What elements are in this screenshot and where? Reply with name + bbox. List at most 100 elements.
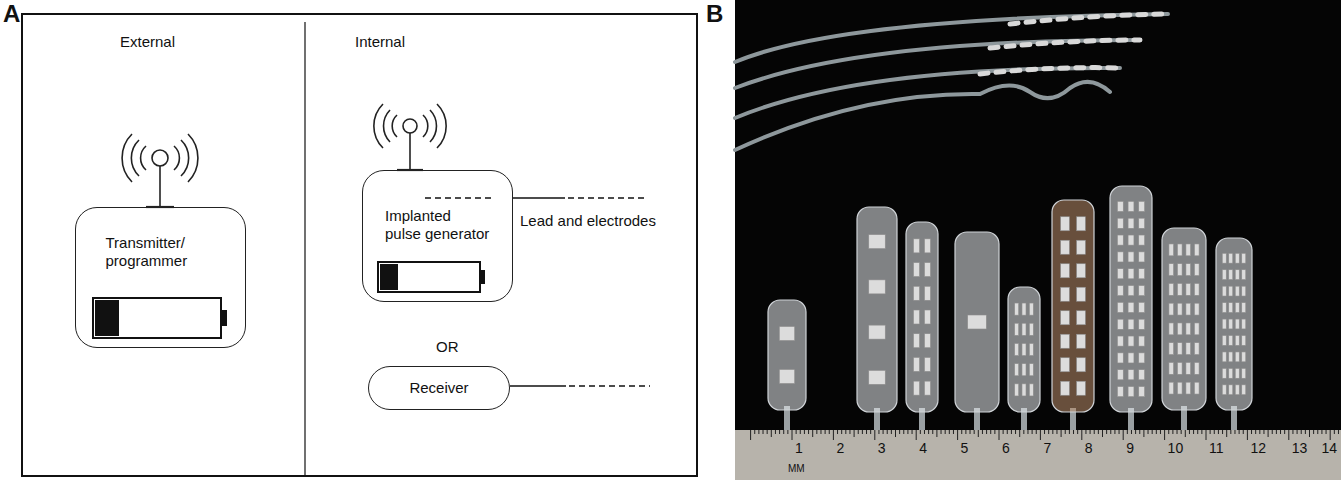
ruler-tick (812, 430, 813, 437)
electrode-contact (924, 286, 930, 300)
ruler-tick (986, 430, 987, 434)
electrode-contact (1029, 303, 1033, 315)
ruler-ticks (751, 430, 1339, 440)
ruler-tick (792, 430, 793, 440)
electrode-contact (1235, 253, 1239, 263)
ruler-tick (883, 430, 884, 434)
ruler-tick (1007, 430, 1008, 434)
ruler-tick (1094, 430, 1095, 434)
ruler-tick (961, 430, 962, 434)
ruler-number: 1 (795, 440, 803, 456)
ruler-tick (870, 430, 871, 434)
ruler-tick (1301, 430, 1302, 434)
ruler-number: 7 (1043, 440, 1051, 456)
ruler-tick (1040, 430, 1041, 440)
device-box: Receiver (368, 366, 510, 410)
electrode-contact (1235, 270, 1239, 280)
ruler-tick (1056, 430, 1057, 434)
ruler-tick (1160, 430, 1161, 434)
electrode-contact (1169, 362, 1174, 374)
panel-frame (22, 14, 697, 476)
electrode-contact (1117, 201, 1123, 211)
ruler-tick (854, 430, 855, 437)
ruler-tick (1193, 430, 1194, 434)
battery-icon (378, 262, 485, 292)
electrode-contact (779, 327, 794, 341)
paddle-body (1110, 186, 1152, 412)
electrode-contact (1169, 343, 1174, 355)
electrode-contact (1077, 217, 1086, 231)
electrode-contact (1177, 244, 1182, 256)
electrode-contact (869, 325, 886, 339)
ruler-tick (849, 430, 850, 434)
ruler-tick (1288, 430, 1289, 440)
electrode-contact (913, 286, 919, 300)
paddle-body (1216, 238, 1252, 410)
electrode-contact (1235, 385, 1239, 395)
ruler-number: 5 (961, 440, 969, 456)
ruler-tick (982, 430, 983, 434)
electrode-contact (1077, 334, 1086, 348)
electrode-contact (1177, 283, 1182, 295)
electrode-contact (1061, 217, 1070, 231)
electrode-contact (1186, 382, 1191, 394)
ruler-tick (862, 430, 863, 434)
ruler-tick (1023, 430, 1024, 434)
lead-wire (425, 197, 646, 199)
electrode-contact (913, 263, 919, 277)
electrode-contact (1242, 385, 1246, 395)
ruler-tick (1251, 430, 1252, 434)
electrode-contact (1029, 384, 1033, 396)
ruler-number: 10 (1168, 440, 1184, 456)
electrode-contact (1229, 385, 1233, 395)
divider-line (304, 22, 305, 476)
ruler-tick (936, 430, 937, 437)
ruler-tick (841, 430, 842, 434)
ruler-number: 4 (919, 440, 927, 456)
electrode-contact (1194, 323, 1199, 335)
electrode-contact (1169, 323, 1174, 335)
ruler-tick (858, 430, 859, 434)
ruler-tick (1131, 430, 1132, 434)
ruler-tick (1201, 430, 1202, 434)
ruler-tick (974, 430, 975, 434)
electrode-contact (1117, 387, 1123, 397)
ruler-tick (945, 430, 946, 434)
electrode-contact (1117, 336, 1123, 346)
ruler-tick (1263, 430, 1264, 434)
electrode-contact (1235, 352, 1239, 362)
electrode-contact (1169, 303, 1174, 315)
electrode-contact (1186, 264, 1191, 276)
ruler-tick (1061, 430, 1062, 437)
electrode-contact (1177, 323, 1182, 335)
electrode-contact (924, 357, 930, 371)
paddle-electrodes (768, 186, 1252, 430)
electrode-contact (1194, 244, 1199, 256)
ruler-tick (965, 430, 966, 434)
ruler-tick (1069, 430, 1070, 434)
electrode-contact (1029, 343, 1033, 355)
ruler-tick (1148, 430, 1149, 434)
ruler-number: 14 (1321, 440, 1337, 456)
electrode-contact (1015, 323, 1019, 335)
ruler-tick (1143, 430, 1144, 437)
electrode-contact (1222, 352, 1226, 362)
panel-letter: A (3, 0, 20, 28)
electrode-contact (1015, 343, 1019, 355)
ruler-tick (829, 430, 830, 434)
electrode-contact (924, 263, 930, 277)
electrode-contact (1222, 253, 1226, 263)
paddle-body (1008, 287, 1040, 412)
electrode-contact (1117, 252, 1123, 262)
ruler-tick (899, 430, 900, 434)
ruler-tick (1330, 430, 1331, 440)
electrode-contact (1186, 343, 1191, 355)
electrode-contact (1139, 353, 1145, 363)
electrode-contact (1061, 358, 1070, 372)
ruler-tick (1114, 430, 1115, 434)
electrode-contact (1229, 336, 1233, 346)
ruler-tick (796, 430, 797, 434)
ruler-tick (895, 430, 896, 437)
electrode-contact (913, 310, 919, 324)
electrode-contact (1169, 382, 1174, 394)
